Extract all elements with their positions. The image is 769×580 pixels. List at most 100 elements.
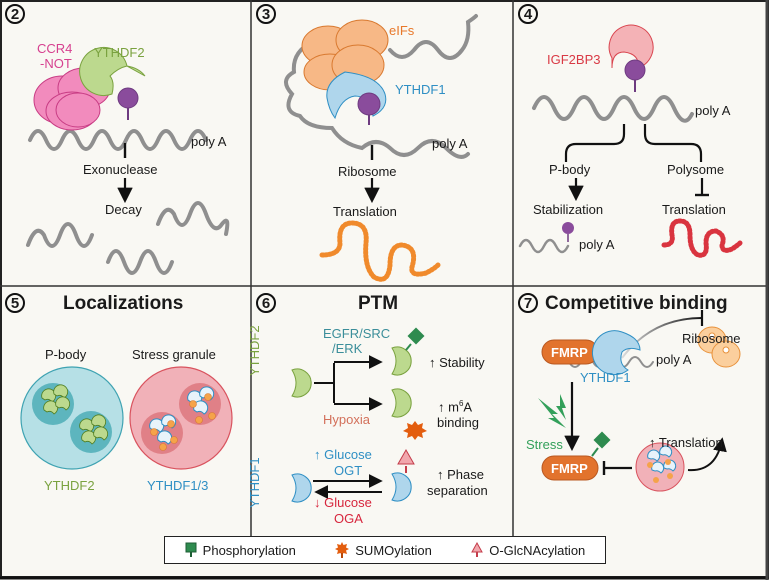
oga-label: OGA xyxy=(334,511,363,526)
ccr4-not-label-1: CCR4 xyxy=(37,41,73,56)
panel-6-ptm xyxy=(291,327,427,503)
m6a-mark xyxy=(357,92,381,116)
m6a-binding-label: ↑ m6A xyxy=(438,399,473,415)
phase-text: Phase xyxy=(447,467,484,482)
fmrp-bottom xyxy=(541,455,599,481)
ythdf1-proteins xyxy=(149,386,215,445)
ribosome-label: Ribosome xyxy=(682,331,741,346)
stress-granule-label: Stress granule xyxy=(132,347,216,362)
stress-label: Stress xyxy=(526,437,563,452)
fragment-2 xyxy=(156,201,230,236)
phosphorylation-mark xyxy=(593,431,611,449)
up-arrow-icon: ↑ xyxy=(429,355,436,370)
m6a-text-m: m xyxy=(448,399,459,415)
phosphorylation-icon xyxy=(185,542,197,557)
m6a-mark xyxy=(624,59,646,81)
panel-4-igf2bp3 xyxy=(518,24,743,258)
stability-text: Stability xyxy=(439,355,485,370)
glucose-down-text: Glucose xyxy=(324,495,372,510)
igf2bp3-label: IGF2BP3 xyxy=(547,52,601,67)
ythdf2-vertical-label: YTHDF2 xyxy=(247,325,262,376)
decay-label: Decay xyxy=(105,202,142,217)
fragment-3 xyxy=(106,249,174,275)
phospho-stem xyxy=(591,447,599,457)
ythdf2-unmodified xyxy=(291,368,312,398)
separation-label: separation xyxy=(427,483,488,498)
peptide-chain xyxy=(319,220,441,282)
ccr4-not-label-2: -NOT xyxy=(40,56,72,71)
eifs-complex xyxy=(301,19,389,91)
phospho-stem xyxy=(405,343,412,351)
m6a-superscript: 6 xyxy=(458,399,464,408)
m6a-text-a: A xyxy=(463,399,473,415)
fragment-1 xyxy=(26,222,94,248)
sumoylation-mark xyxy=(403,421,427,440)
poly-a-label: poly A xyxy=(695,103,731,118)
poly-a-label: poly A xyxy=(656,352,692,367)
up-arrow-icon: ↑ xyxy=(437,467,444,482)
phase-label: ↑ Phase xyxy=(437,468,484,481)
rna-granules xyxy=(150,393,216,451)
panel-7-competitive xyxy=(538,310,741,492)
small-m6a-mark xyxy=(562,222,574,234)
ythdf2-phosphorylated xyxy=(391,346,412,376)
branch-left xyxy=(564,124,626,162)
ythdf1-label: YTHDF1 xyxy=(395,82,446,97)
branch-connector xyxy=(314,363,335,403)
stress-granule xyxy=(129,366,233,470)
fmrp-bottom-label: FMRP xyxy=(551,461,588,476)
legend-item-phosphorylation: Phosphorylation xyxy=(185,542,296,558)
translation-label: ↑ Translation xyxy=(649,436,723,449)
translation-arrow xyxy=(687,437,727,472)
egfr-src-label: EGFR/SRC xyxy=(323,326,391,341)
fmrp-top-label: FMRP xyxy=(551,345,588,360)
legend-item-sumoylation: SUMOylation xyxy=(335,542,432,558)
p-body xyxy=(20,366,124,470)
competitive-binding-title: Competitive binding xyxy=(545,293,728,314)
phosphorylation-mark xyxy=(407,327,425,345)
ythdf2-sumoylated xyxy=(391,388,412,418)
up-arrow-icon: ↑ xyxy=(438,399,445,415)
erk-label: /ERK xyxy=(332,341,363,356)
igf2bp3-protein xyxy=(608,24,654,69)
p-body-label: P-body xyxy=(45,347,87,362)
panel-2-decay xyxy=(26,47,230,275)
stress-lightning-icon xyxy=(538,394,566,428)
o-glcnacylation-mark xyxy=(397,448,415,465)
hypoxia-label: Hypoxia xyxy=(323,412,370,427)
stability-label: ↑ Stability xyxy=(429,356,485,369)
eifs-label: eIFs xyxy=(389,23,415,38)
ribosome-label: Ribosome xyxy=(338,164,397,179)
small-mrna xyxy=(518,238,570,254)
mrna-loop xyxy=(284,40,470,159)
ythdf1-label: YTHDF1 xyxy=(580,370,631,385)
localizations-title: Localizations xyxy=(63,293,184,314)
glucose-up-text: Glucose xyxy=(324,447,372,462)
o-glcnacylation-icon xyxy=(471,542,484,557)
branch-right xyxy=(643,124,703,162)
ythdf2-proteins xyxy=(41,384,108,445)
binding-label: binding xyxy=(437,415,479,430)
p-body-label: P-body xyxy=(549,162,591,177)
panel-number-3: 3 xyxy=(256,4,276,24)
ythdf1-vertical-label: YTHDF1 xyxy=(247,457,262,508)
sumoylation-icon xyxy=(335,542,350,558)
exonuclease-label: Exonuclease xyxy=(83,162,158,177)
ribosome-inhibit-arc xyxy=(621,317,703,359)
ccr4-not-complex xyxy=(33,67,111,131)
mrna-strand xyxy=(532,95,694,123)
ythdf2-label: YTHDF2 xyxy=(94,45,145,60)
panel-number-7: 7 xyxy=(518,293,538,313)
translation-label: Translation xyxy=(662,202,726,217)
up-arrow-icon: ↑ xyxy=(649,435,656,450)
legend-item-o-glcnacylation: O-GlcNAcylation xyxy=(471,542,585,558)
up-arrow-icon: ↑ xyxy=(314,447,321,462)
ythdf2-label: YTHDF2 xyxy=(44,478,95,493)
ythdf1-protein xyxy=(591,330,641,376)
m6a-mark xyxy=(117,87,139,109)
ythdf1-3-label: YTHDF1/3 xyxy=(147,478,209,493)
panel-5-localizations xyxy=(20,366,233,470)
legend-label: Phosphorylation xyxy=(202,542,296,558)
